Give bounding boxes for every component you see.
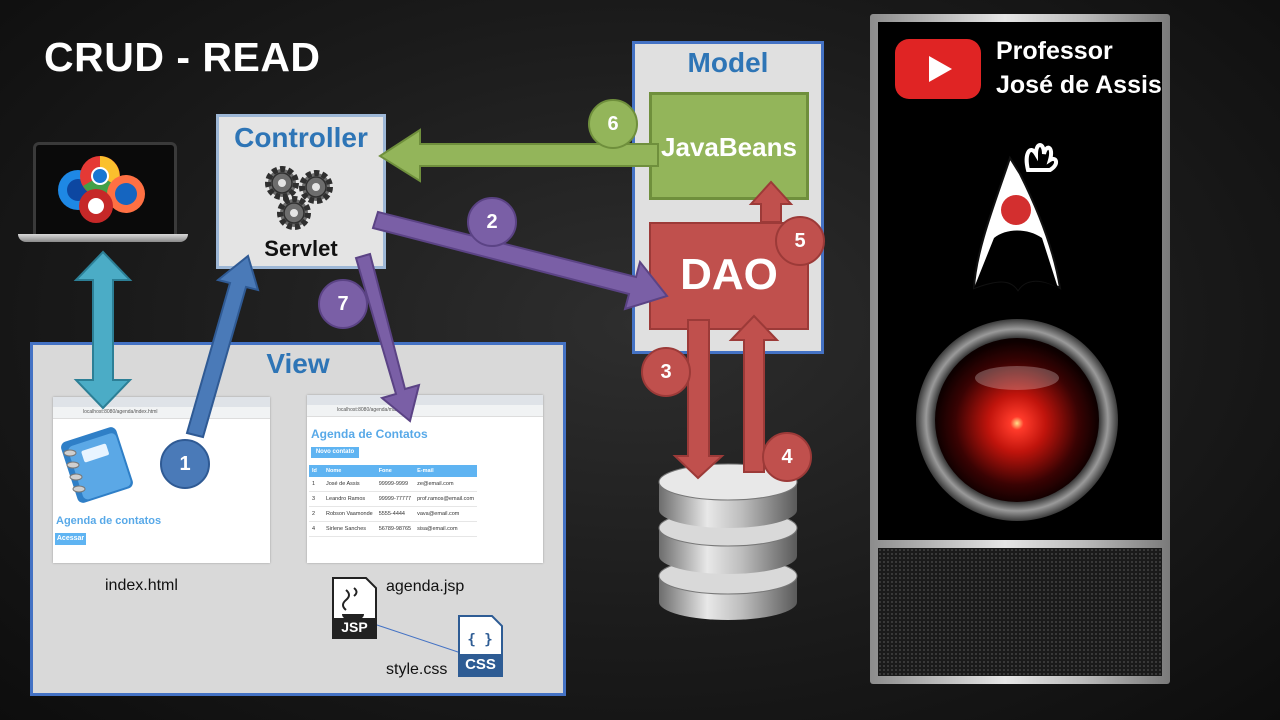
table-cell: 5555-4444	[375, 506, 415, 522]
arrow-step-7	[354, 252, 421, 423]
step-circle-5: 5	[775, 216, 825, 266]
table-row: 2 Robson Vaamonde 5555-4444 vava@email.c…	[309, 506, 478, 522]
step-circle-3: 3	[641, 347, 691, 397]
controller-label: Controller	[234, 122, 368, 153]
dao-label: DAO	[680, 250, 778, 299]
duke-mascot-icon	[972, 143, 1062, 292]
javabeans-label: JavaBeans	[661, 132, 797, 162]
index-heading: Agenda de contatos	[56, 515, 162, 527]
channel-name-line1: Professor	[996, 37, 1113, 65]
table-cell: sisa@email.com	[414, 521, 478, 537]
table-cell: 3	[309, 491, 323, 507]
table-cell: 4	[309, 521, 323, 537]
style-file-label: style.css	[386, 661, 448, 678]
channel-name: Professor José de Assis	[996, 34, 1162, 102]
javabeans-box	[649, 92, 809, 200]
view-label: View	[266, 348, 330, 379]
jsp-file-icon	[332, 577, 377, 639]
servlet-label: Servlet	[264, 236, 338, 261]
file-icons: { }	[332, 577, 503, 677]
table-cell: Leandro Ramos	[323, 491, 376, 507]
index-url: localhost:8080/agenda/index.html	[53, 407, 270, 419]
page-title: CRUD - READ	[44, 34, 321, 80]
column-header: Fone	[375, 465, 415, 477]
column-header: Id	[309, 465, 323, 477]
contacts-table: Id Nome Fone E-mail 1 José de Assis 9999…	[309, 465, 478, 537]
table-row: 3 Leandro Ramos 99999-77777 prof.ramos@e…	[309, 491, 478, 507]
agenda-url: localhost:8080/agenda/main	[307, 405, 543, 417]
column-header: E-mail	[414, 465, 478, 477]
browser-logos-icon	[58, 156, 145, 223]
table-cell: 1	[309, 477, 323, 492]
arrow-step-3	[672, 319, 725, 480]
arrow-step-5	[748, 180, 794, 223]
browser-view-arrow	[73, 250, 133, 410]
speaker-grill	[878, 548, 1162, 676]
column-header: Nome	[323, 465, 376, 477]
agenda-heading: Agenda de Contatos	[311, 427, 428, 441]
youtube-icon[interactable]	[894, 38, 982, 100]
laptop-base	[18, 234, 188, 242]
model-label: Model	[687, 47, 769, 78]
step-circle-6: 6	[588, 99, 638, 149]
table-cell: Robson Vaamonde	[323, 506, 376, 522]
css-file-icon: { }	[458, 615, 503, 677]
novo-contato-button[interactable]: Novo contato	[311, 447, 359, 458]
table-cell: ze@email.com	[414, 477, 478, 492]
database-icon	[658, 463, 798, 620]
table-row: 4 Sirlene Sanches 56789-98765 sisa@email…	[309, 521, 478, 537]
acessar-button[interactable]: Acessar	[55, 533, 86, 545]
svg-text:{ }: { }	[467, 632, 492, 648]
address-book-icon	[61, 427, 133, 503]
controller-box	[216, 114, 386, 269]
table-cell: 99999-77777	[375, 491, 415, 507]
arrow-step-1	[185, 254, 260, 439]
step-circle-4: 4	[762, 432, 812, 482]
table-row: 1 José de Assis 99999-9999 ze@email.com	[309, 477, 478, 492]
table-cell: José de Assis	[323, 477, 376, 492]
channel-name-line2: José de Assis	[996, 71, 1162, 99]
table-cell: Sirlene Sanches	[323, 521, 376, 537]
table-cell: prof.ramos@email.com	[414, 491, 478, 507]
agenda-file-label: agenda.jsp	[386, 578, 465, 595]
step-circle-7: 7	[318, 279, 368, 329]
hal-eye-icon	[916, 319, 1118, 521]
step-circle-2: 2	[467, 197, 517, 247]
table-cell: vava@email.com	[414, 506, 478, 522]
table-cell: 56789-98765	[375, 521, 415, 537]
table-cell: 99999-9999	[375, 477, 415, 492]
jsp-badge: JSP	[341, 619, 368, 635]
index-file-label: index.html	[105, 577, 178, 594]
arrow-step-2	[371, 210, 669, 311]
gears-icon	[265, 166, 333, 230]
css-badge: CSS	[465, 656, 496, 673]
step-circle-1: 1	[160, 439, 210, 489]
arrow-step-6	[378, 128, 659, 183]
table-cell: 2	[309, 506, 323, 522]
